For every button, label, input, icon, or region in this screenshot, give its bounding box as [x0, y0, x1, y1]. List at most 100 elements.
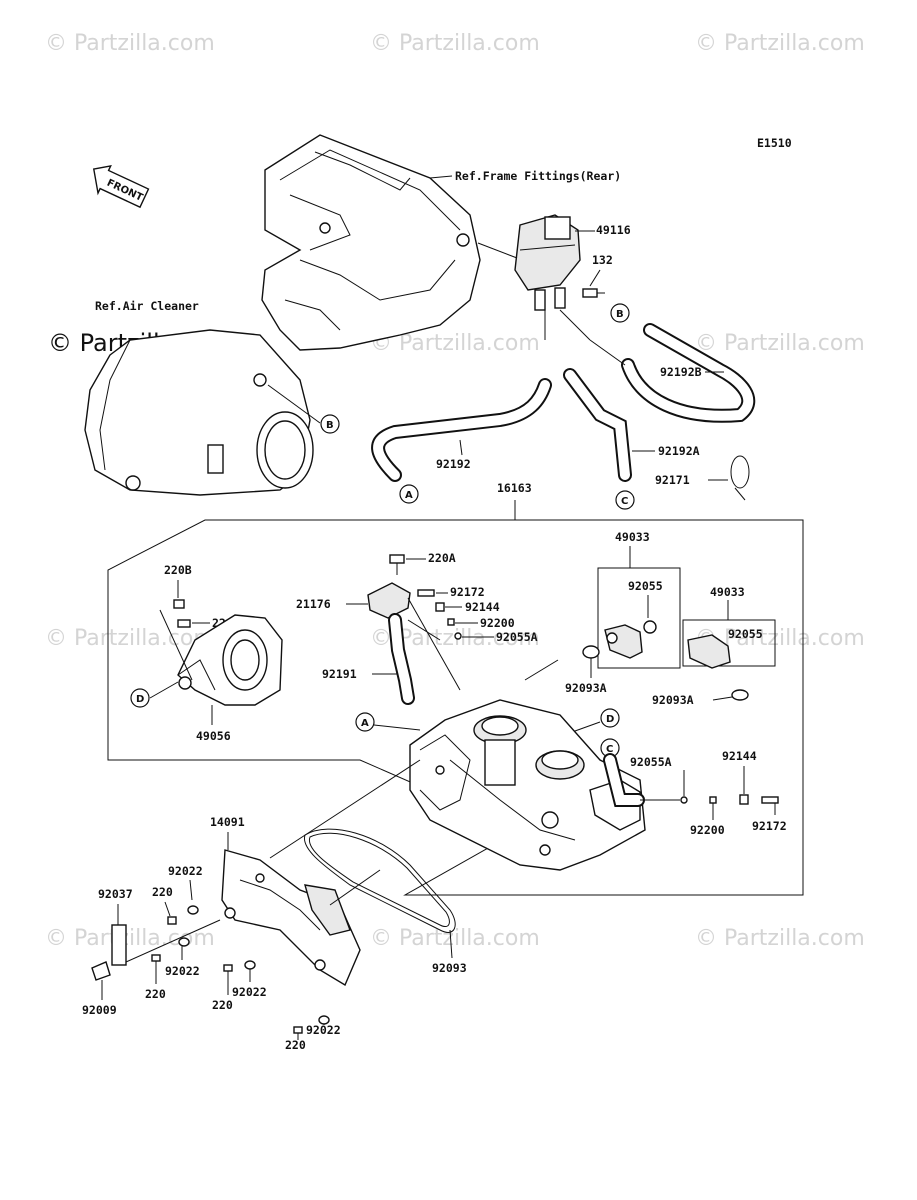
bolt-220	[293, 1026, 303, 1034]
callout-c-label: C	[621, 496, 628, 507]
watermark: © Partzilla.com	[45, 31, 215, 56]
part-92200: 92200	[480, 616, 515, 630]
part-92037: 92037	[98, 887, 133, 901]
fitting-92055A	[454, 632, 462, 640]
part-92093: 92093	[432, 961, 467, 975]
diagram-code: E1510	[757, 136, 792, 150]
part-49056: 49056	[196, 729, 231, 743]
hoses	[371, 323, 756, 482]
part-220: 220	[285, 1038, 306, 1052]
part-49116: 49116	[596, 223, 631, 237]
part-220: 220	[152, 885, 173, 899]
watermark: © Partzilla.com	[695, 331, 865, 356]
air-cleaner	[84, 329, 321, 496]
seal-92093A	[582, 645, 600, 659]
injector-49033	[687, 634, 749, 701]
part-92055: 92055	[728, 627, 763, 641]
washer-92022	[187, 905, 199, 915]
part-92200: 92200	[690, 823, 725, 837]
part-92055A: 92055A	[496, 630, 538, 644]
callout-b	[320, 414, 340, 434]
part-92172: 92172	[450, 585, 485, 599]
fitting-92055A	[680, 796, 688, 804]
part-49033: 49033	[615, 530, 650, 544]
part-92022: 92022	[232, 985, 267, 999]
part-92192A: 92192A	[658, 444, 700, 458]
screw-220B	[173, 599, 185, 609]
injector-49033	[604, 624, 643, 659]
throttle-assembly	[409, 699, 646, 871]
callout-b	[610, 303, 630, 323]
sensor-21176	[367, 582, 411, 619]
throttle-body-49056	[177, 614, 283, 706]
part-92022: 92022	[306, 1023, 341, 1037]
callout-d-label: D	[136, 694, 144, 705]
washer-92022	[178, 937, 190, 947]
front-arrow-icon: FRONT	[92, 164, 150, 209]
part-49033: 49033	[710, 585, 745, 599]
cover-14091	[221, 849, 361, 987]
callout-d-label: D	[606, 714, 614, 725]
fitting-92200	[447, 618, 455, 626]
seal-92093	[304, 828, 456, 933]
part-92009: 92009	[82, 1003, 117, 1017]
part-220A: 220A	[428, 551, 456, 565]
part-92055A: 92055A	[630, 755, 672, 769]
part-16163: 16163	[497, 481, 532, 495]
bolt-220	[151, 954, 161, 962]
part-92171: 92171	[655, 473, 690, 487]
part-21176: 21176	[296, 597, 331, 611]
screw-220A	[389, 554, 405, 564]
frame-fittings	[261, 134, 481, 351]
clamp-92171	[708, 455, 750, 501]
part-132: 132	[592, 253, 613, 267]
part-92093A: 92093A	[652, 693, 694, 707]
callout-a	[355, 712, 375, 732]
ref-frame-fittings: Ref.Frame Fittings(Rear)	[455, 169, 621, 183]
callout-b-label: B	[326, 420, 334, 431]
screw-220B	[177, 619, 191, 628]
watermark: © Partzilla.com	[45, 926, 215, 951]
injector-box-1	[597, 567, 681, 669]
callout-b-label: B	[616, 309, 624, 320]
fitting-92200	[709, 796, 717, 804]
o-ring-92055	[643, 620, 657, 634]
watermark: © Partzilla.com	[370, 31, 540, 56]
callout-d	[130, 688, 150, 708]
watermark: © Partzilla.com	[45, 626, 215, 651]
part-92144: 92144	[465, 600, 500, 614]
watermark: © Partzilla.com	[695, 31, 865, 56]
callout-c	[615, 490, 635, 510]
injector-box-2	[682, 619, 776, 667]
bolt-220	[223, 964, 233, 972]
part-220: 220	[212, 998, 233, 1012]
fitting-92172	[417, 589, 435, 597]
bolt-92009	[91, 961, 111, 981]
air-switching-valve	[477, 214, 581, 311]
part-220: 220	[145, 987, 166, 1001]
callout-c-label: C	[606, 744, 613, 755]
part-92191: 92191	[322, 667, 357, 681]
fitting-92144	[739, 794, 749, 805]
part-92192B: 92192B	[660, 365, 702, 379]
callout-d	[600, 708, 620, 728]
part-92022: 92022	[168, 864, 203, 878]
bolt-220	[167, 916, 177, 925]
part-92192: 92192	[436, 457, 471, 471]
washer-92022	[244, 960, 256, 970]
ref-air-cleaner: Ref.Air Cleaner	[95, 299, 199, 313]
watermarks: © Partzilla.com © Partzilla.com © Partzi…	[45, 31, 865, 951]
part-92093A: 92093A	[565, 681, 607, 695]
part-14091: 14091	[210, 815, 245, 829]
callout-a-label: A	[361, 718, 369, 729]
fitting-92144	[435, 602, 445, 612]
watermark: © Partzilla.com	[695, 926, 865, 951]
part-92144: 92144	[722, 749, 757, 763]
callout-a	[399, 484, 419, 504]
fitting-92172	[761, 796, 779, 804]
part-92055: 92055	[628, 579, 663, 593]
watermark: © Partzilla.com	[370, 926, 540, 951]
part-92172: 92172	[752, 819, 787, 833]
part-92022: 92022	[165, 964, 200, 978]
